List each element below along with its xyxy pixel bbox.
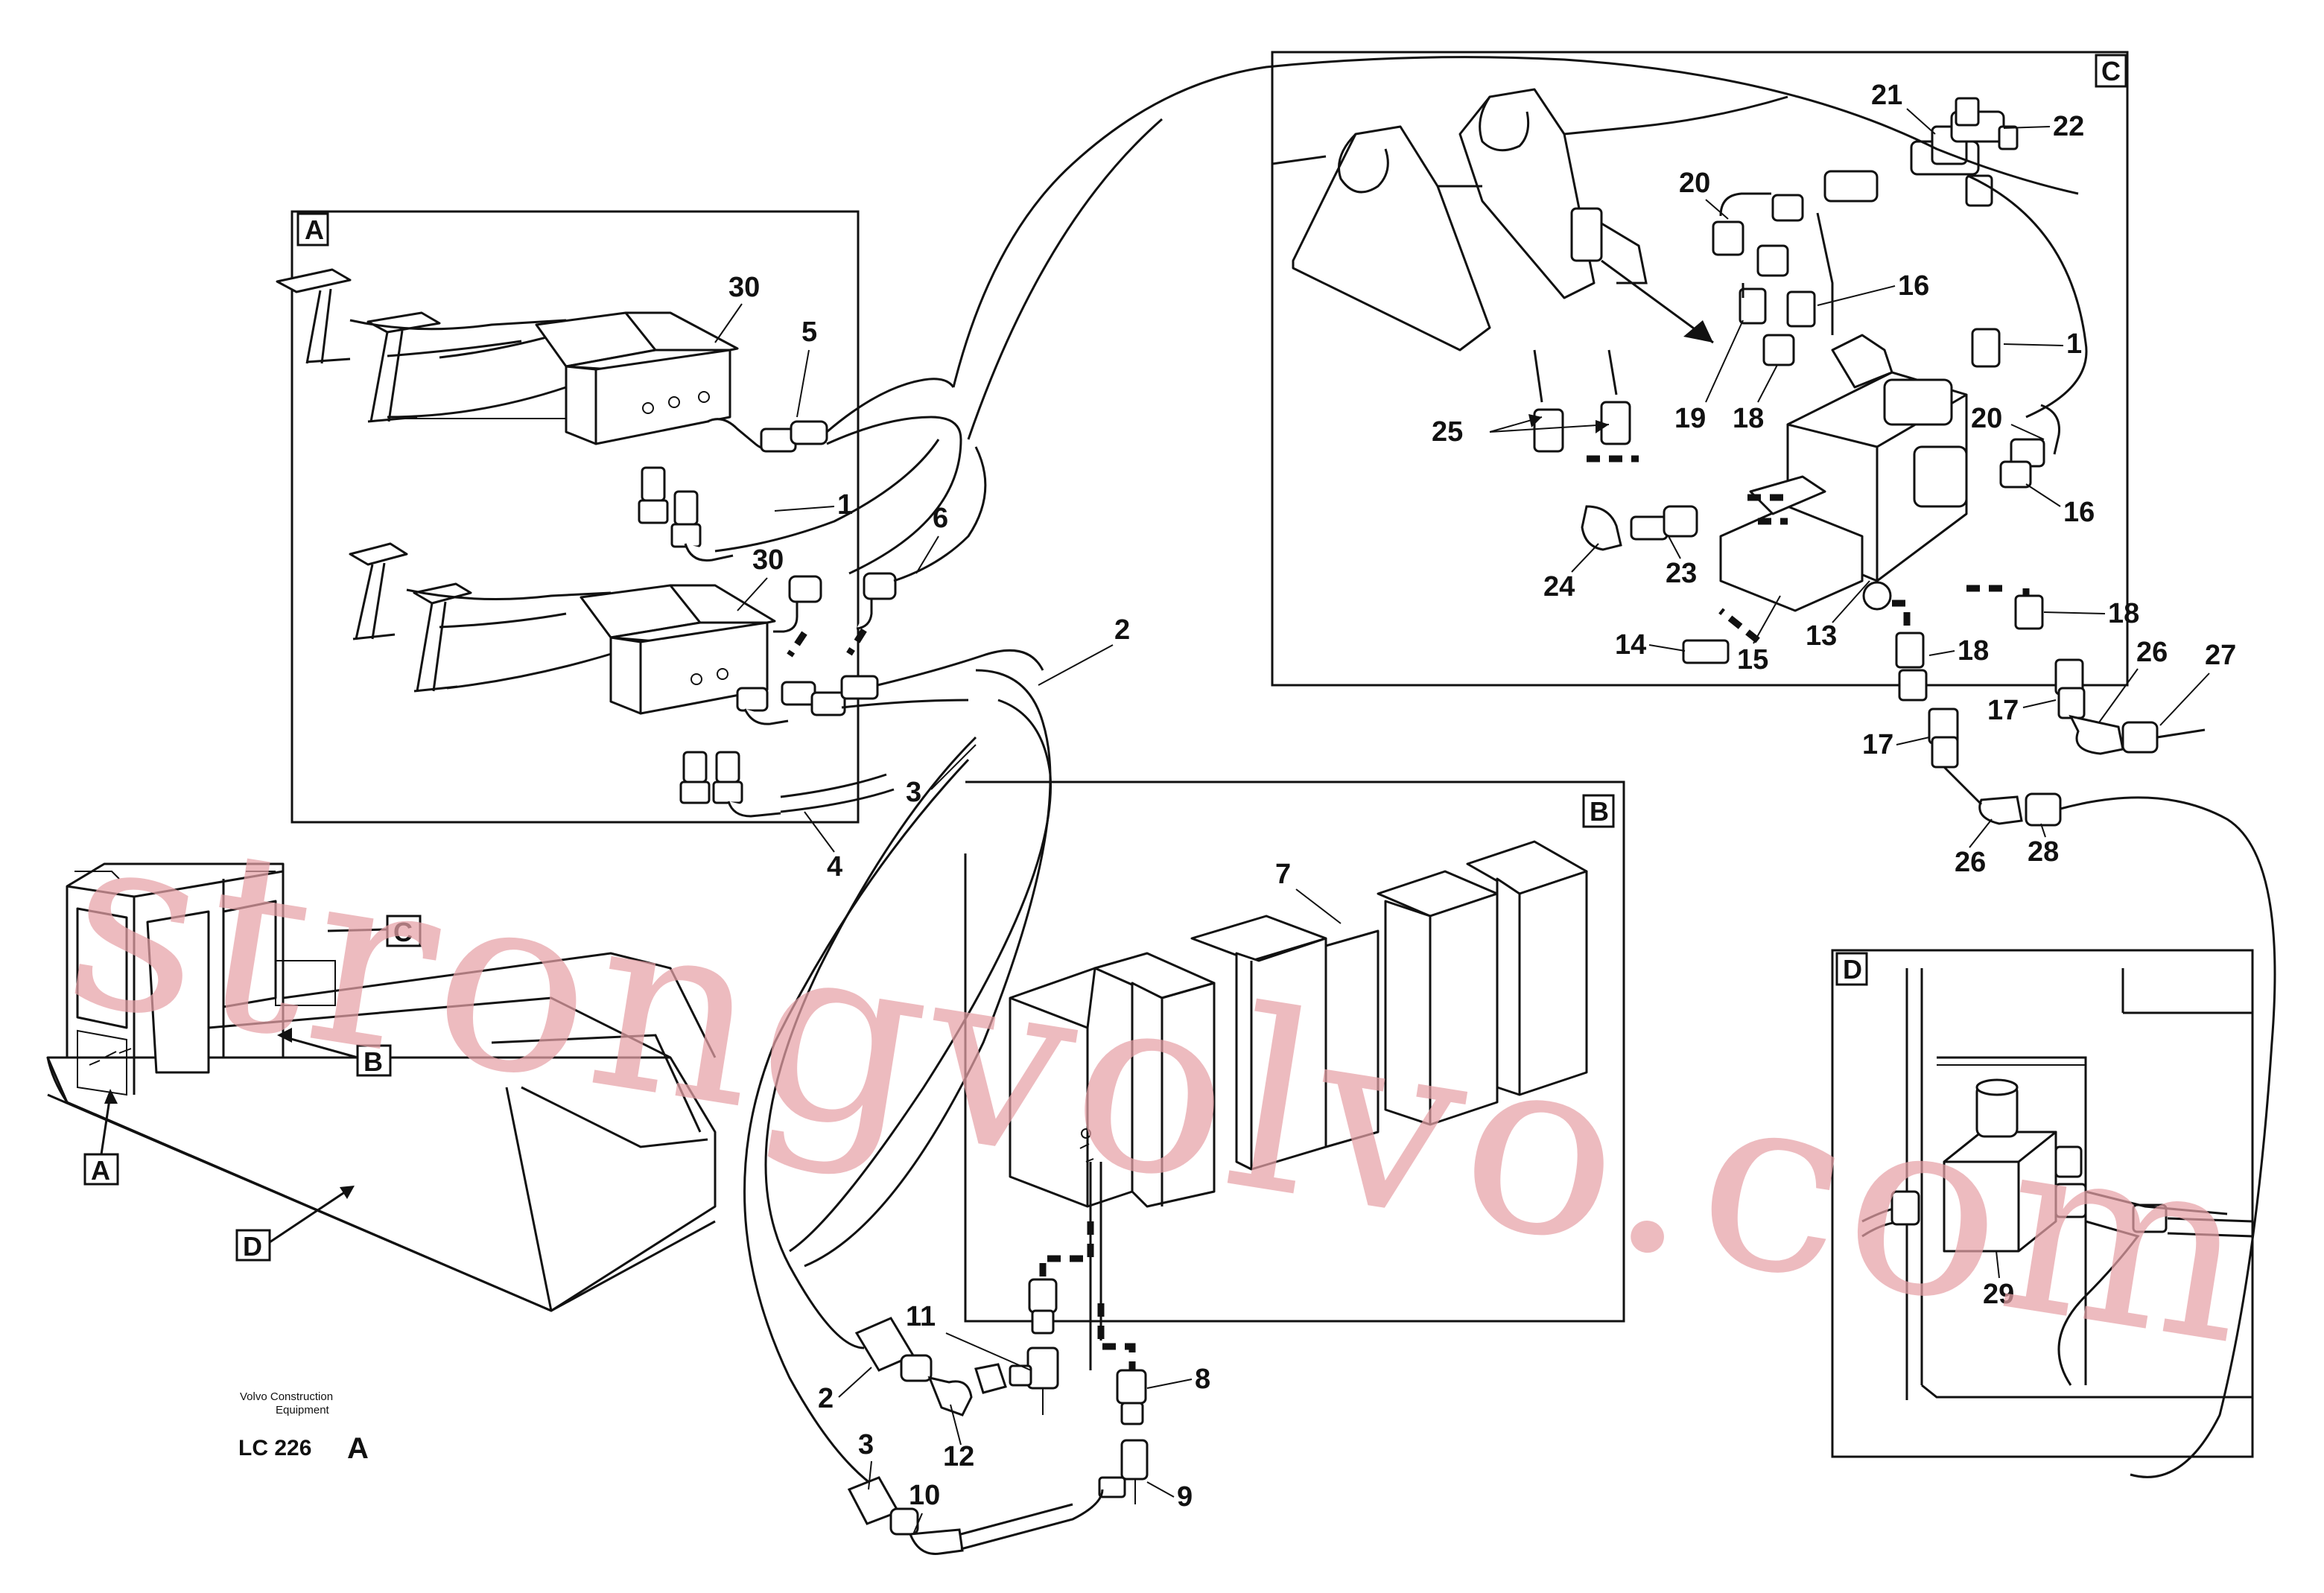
part-label-24: 24 — [1543, 571, 1575, 602]
part-label-12: 12 — [943, 1441, 974, 1472]
frame-d-tag: D — [1843, 954, 1862, 985]
locator-c-tag: C — [393, 917, 413, 947]
part-label-17: 17 — [1987, 695, 2019, 726]
frame-c: C — [1271, 51, 2276, 1478]
part-label-18: 18 — [2108, 598, 2139, 629]
part-label-16: 16 — [2063, 497, 2095, 528]
locator-a-tag: A — [91, 1155, 110, 1186]
frame-a-fittings — [638, 418, 897, 818]
publisher-line-1: Volvo Construction — [240, 1390, 333, 1403]
part-label-16: 16 — [1898, 270, 1929, 302]
part-label-20: 20 — [1679, 168, 1710, 199]
part-label-17: 17 — [1862, 729, 1893, 760]
part-label-26: 26 — [1955, 847, 1986, 878]
part-label-6: 6 — [933, 503, 948, 534]
drawing-letter: A — [347, 1432, 369, 1465]
part-label-1: 1 — [837, 489, 853, 521]
frame-a-tag: A — [305, 214, 324, 245]
part-label-22: 22 — [2053, 111, 2084, 142]
part-label-29: 29 — [1983, 1279, 2014, 1310]
frame-a: A — [276, 210, 1044, 824]
drawing-reference: Volvo Construction Equipment LC 226 A — [238, 1390, 369, 1465]
part-label-19: 19 — [1674, 403, 1706, 434]
part-label-27: 27 — [2205, 640, 2236, 671]
part-label-26: 26 — [2136, 637, 2168, 668]
machine-overview: C B A D — [46, 862, 717, 1312]
part-label-30: 30 — [728, 272, 760, 303]
part-label-20: 20 — [1971, 403, 2002, 434]
frame-d: D — [1831, 949, 2254, 1458]
part-label-2: 2 — [818, 1383, 834, 1414]
part-label-30: 30 — [752, 544, 784, 576]
part-label-25: 25 — [1432, 416, 1463, 448]
frame-b-tag: B — [1590, 796, 1609, 827]
drawing-code: LC 226 — [238, 1436, 311, 1460]
frame-c-tag: C — [2101, 56, 2121, 86]
publisher-line-2: Equipment — [276, 1404, 330, 1416]
part-label-14: 14 — [1615, 629, 1646, 661]
part-label-3: 3 — [858, 1429, 874, 1460]
part-label-18: 18 — [1958, 635, 1989, 667]
part-label-18: 18 — [1733, 403, 1764, 434]
locator-d-tag: D — [243, 1231, 262, 1262]
part-label-28: 28 — [2028, 836, 2059, 868]
part-label-8: 8 — [1195, 1364, 1210, 1395]
locator-b-tag: B — [363, 1046, 383, 1077]
part-label-21: 21 — [1871, 80, 1902, 111]
part-label-13: 13 — [1806, 620, 1837, 652]
part-label-9: 9 — [1177, 1481, 1193, 1513]
lower-pedal — [349, 542, 776, 715]
part-label-1: 1 — [2066, 328, 2082, 360]
watermark: strongvolvo.com — [51, 773, 2273, 1400]
part-label-11: 11 — [906, 1301, 936, 1332]
frame-b: B — [964, 780, 1625, 1425]
part-label-15: 15 — [1737, 644, 1768, 675]
part-labels: 30 5 1 6 30 2 3 4 7 11 2 12 8 3 9 10 21 … — [714, 80, 2236, 1535]
part-label-5: 5 — [801, 317, 817, 348]
lower-fittings — [847, 1317, 1149, 1555]
part-label-4: 4 — [827, 851, 842, 883]
part-label-2: 2 — [1114, 614, 1130, 646]
upper-pedal — [276, 268, 739, 445]
part-label-10: 10 — [909, 1480, 940, 1511]
part-label-3: 3 — [906, 777, 921, 808]
part-label-23: 23 — [1666, 558, 1697, 589]
part-label-7: 7 — [1275, 859, 1291, 890]
